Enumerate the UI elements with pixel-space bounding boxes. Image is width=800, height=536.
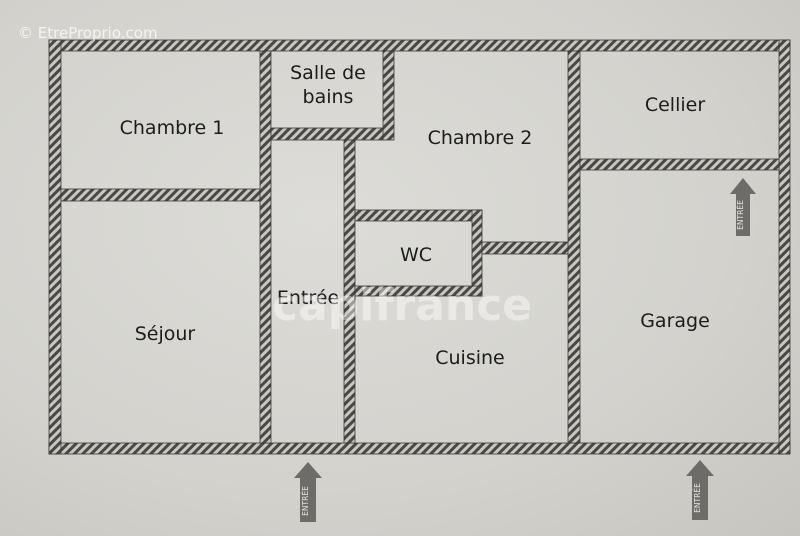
room-label-salle-de-bains-line1: Salle de — [290, 62, 366, 84]
entrance-label-garage-bottom: ENTRÉE — [693, 483, 702, 513]
wall-cellier-garage — [579, 158, 780, 171]
wall-salledebains-right — [382, 50, 395, 141]
room-label-cuisine: Cuisine — [435, 347, 505, 369]
watermark-site: © EtreProprio.com — [18, 24, 158, 42]
room-label-cellier: Cellier — [644, 94, 706, 116]
wall-sejour-entree — [259, 50, 272, 444]
entrance-arrow-garage: ENTRÉE — [730, 178, 756, 236]
wall-wc-top — [354, 209, 483, 222]
watermark-brand: capifrance — [272, 280, 533, 331]
entrance-arrow-main: ENTRÉE — [294, 462, 322, 522]
room-label-garage: Garage — [640, 310, 710, 332]
room-label-chambre1: Chambre 1 — [119, 117, 225, 139]
wall-house-garage — [567, 50, 581, 444]
wall-top — [48, 39, 791, 52]
wall-left — [48, 39, 62, 455]
entrance-label-main: ENTRÉE — [301, 486, 310, 516]
entrance-arrow-garage-bottom: ENTRÉE — [686, 460, 714, 520]
wall-chambre2-cuisine — [481, 241, 571, 255]
wall-right — [778, 39, 791, 455]
wall-wc-bottom — [354, 285, 483, 297]
entrance-label-garage: ENTRÉE — [736, 200, 745, 230]
wall-chambre1-sejour — [60, 188, 261, 202]
room-label-entree: Entrée — [276, 287, 340, 309]
room-label-sejour: Séjour — [134, 323, 196, 345]
wall-bottom — [48, 442, 791, 455]
room-label-salle-de-bains: Salle de bains — [281, 62, 375, 110]
room-label-salle-de-bains-line2: bains — [302, 85, 354, 108]
room-label-chambre2: Chambre 2 — [427, 127, 533, 149]
walls — [48, 39, 791, 455]
room-label-wc: WC — [399, 244, 433, 266]
wall-salledebains-bottom — [270, 127, 386, 141]
